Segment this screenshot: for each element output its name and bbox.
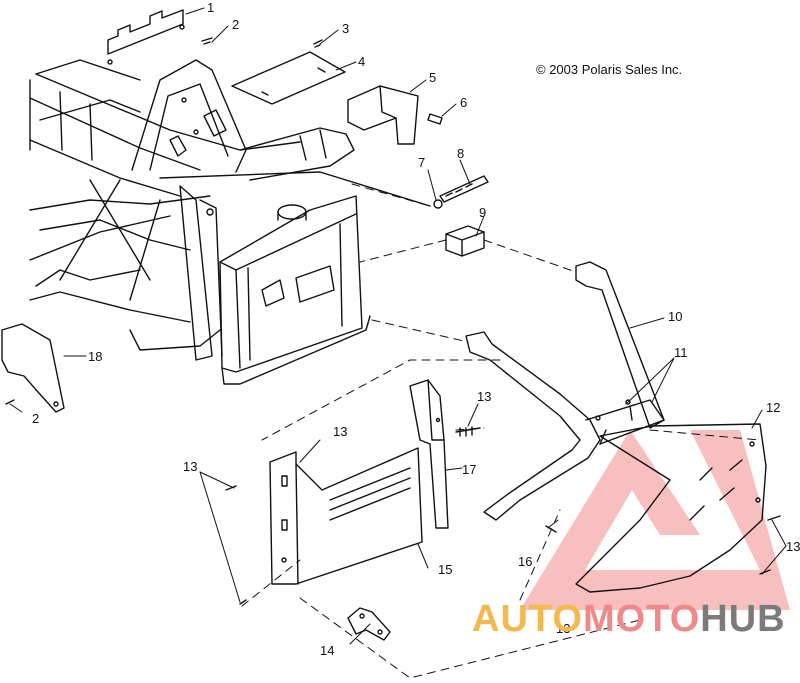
part-18-cover: [1, 323, 65, 413]
callout-15: 15: [438, 562, 453, 577]
watermark-auto: AUTO: [472, 598, 583, 640]
fasteners: [5, 399, 781, 605]
watermark-text: AUTOMOTOHUB: [472, 598, 786, 641]
callout-3: 3: [342, 21, 350, 36]
callout-16: 16: [518, 554, 533, 569]
callout-14: 14: [320, 643, 335, 658]
callout-18: 18: [88, 349, 103, 364]
callout-6: 6: [460, 95, 468, 110]
callout-1: 1: [207, 0, 215, 15]
part-4-plate: [231, 51, 346, 105]
callout-13e: 13: [556, 621, 571, 636]
part-2-screw: [201, 37, 213, 45]
callout-5: 5: [429, 70, 437, 85]
callout-7: 7: [418, 155, 426, 170]
watermark-moto: MOTO: [582, 598, 701, 640]
part-14-bracket: [347, 607, 391, 641]
part-17-side-panel: [409, 379, 449, 529]
part-10-bumper: [465, 261, 665, 521]
part-3-screw: [313, 39, 323, 48]
callout-13a: 13: [477, 389, 492, 404]
callout-2: 2: [232, 17, 240, 32]
part-6-bolt: [427, 113, 443, 125]
part-15-panel: [269, 447, 423, 585]
watermark-hub: HUB: [700, 598, 786, 640]
part-1-gasket: [107, 9, 185, 65]
callout-17: 17: [462, 462, 477, 477]
callout-12: 12: [766, 400, 781, 415]
copyright-notice: © 2003 Polaris Sales Inc.: [536, 62, 683, 77]
callout-9: 9: [479, 205, 487, 220]
callout-11: 11: [674, 345, 688, 360]
callout-10: 10: [668, 309, 683, 324]
callout-13b: 13: [333, 424, 348, 439]
callout-13c: 13: [183, 459, 198, 474]
leader-lines: [9, 7, 787, 645]
watermark-logo: [520, 430, 790, 610]
part-5-bracket: [347, 85, 419, 145]
part-7-washer: [433, 199, 443, 209]
part-8-bolt: [439, 175, 489, 203]
callout-13d: 13: [786, 539, 800, 554]
part-9-block: [445, 225, 485, 257]
chassis-frame: [29, 59, 431, 361]
part-12-skid-plate: [575, 423, 767, 593]
radiator: [219, 195, 371, 385]
callout-2b: 2: [32, 411, 40, 426]
callout-8: 8: [457, 146, 465, 161]
callout-4: 4: [358, 54, 366, 69]
